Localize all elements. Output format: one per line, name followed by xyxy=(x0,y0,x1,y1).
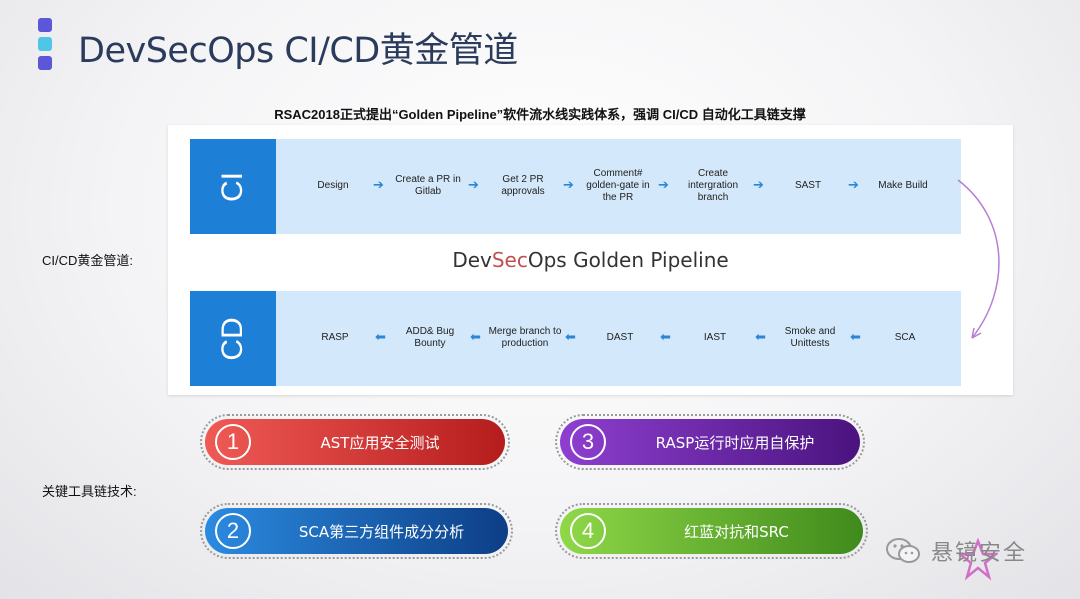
cd-arrow-3: ⬅ xyxy=(565,330,576,345)
accent-square-2 xyxy=(38,37,52,51)
technique-number: 3 xyxy=(570,424,606,460)
ci-arrow-1: ➔ xyxy=(373,178,384,193)
ci-step-design: Design xyxy=(317,180,349,191)
center-label-dev: Dev xyxy=(452,248,492,272)
technique-number: 2 xyxy=(215,513,251,549)
cd-label-block: CD xyxy=(190,291,276,386)
cd-label: CD xyxy=(216,316,249,361)
technique-label: 红蓝对抗和SRC xyxy=(684,522,789,541)
ci-step-golden-gate: Comment# golden-gate in the PR xyxy=(586,168,650,203)
tools-side-label: 关键工具链技术: xyxy=(42,484,137,499)
ci-to-cd-curve-arrow xyxy=(957,179,1000,339)
cd-step-bug-bounty: ADD& Bug Bounty xyxy=(405,326,455,349)
pill-fill xyxy=(205,508,508,554)
watermark: 悬镜安全 xyxy=(885,535,1027,567)
pill-fill xyxy=(560,508,863,554)
accent-square-1 xyxy=(38,18,52,32)
cd-step-sca: SCA xyxy=(894,332,916,343)
ci-arrow-4: ➔ xyxy=(658,178,669,193)
wechat-icon xyxy=(886,538,920,563)
pill-fill xyxy=(560,419,860,465)
cd-arrow-1: ⬅ xyxy=(375,330,386,345)
technique-label: RASP运行时应用自保护 xyxy=(655,433,815,452)
technique-number: 4 xyxy=(570,513,606,549)
ci-arrow-5: ➔ xyxy=(753,178,764,193)
golden-pipeline-diagram: CI Design Create a PR in Gitlab Get 2 PR… xyxy=(168,125,1013,395)
ci-arrow-3: ➔ xyxy=(563,178,574,193)
page-title: DevSecOps CI/CD黄金管道 xyxy=(78,31,518,71)
cd-step-rasp: RASP xyxy=(321,332,349,343)
technique-pill-sca: 2 SCA第三方组件成分分析 xyxy=(200,503,513,559)
ci-label: CI xyxy=(216,171,249,202)
center-label-sec: Sec xyxy=(491,248,528,272)
cd-step-smoke-tests: Smoke and Unittests xyxy=(784,326,836,349)
technique-label: AST应用安全测试 xyxy=(320,433,440,452)
cd-step-iast: IAST xyxy=(703,332,727,343)
ci-step-make-build: Make Build xyxy=(878,180,928,191)
ci-step-integration-branch: Create intergration branch xyxy=(687,168,739,203)
technique-number: 1 xyxy=(215,424,251,460)
xuanjing-logo xyxy=(958,538,998,581)
ci-step-create-pr: Create a PR in Gitlab xyxy=(395,174,461,197)
ci-arrow-2: ➔ xyxy=(468,178,479,193)
golden-pipeline-label: DevSecOps Golden Pipeline xyxy=(168,248,1013,272)
technique-label: SCA第三方组件成分分析 xyxy=(298,522,465,541)
cd-arrow-4: ⬅ xyxy=(660,330,671,345)
ci-arrow-6: ➔ xyxy=(848,178,859,193)
cd-arrow-5: ⬅ xyxy=(755,330,766,345)
cd-row: CD RASP ADD& Bug Bounty Merge branch to … xyxy=(190,291,961,386)
technique-pill-ast: 1 AST应用安全测试 xyxy=(200,414,510,470)
technique-pill-rasp: 3 RASP运行时应用自保护 xyxy=(555,414,865,470)
cd-step-dast: DAST xyxy=(606,332,634,343)
center-label-ops: Ops Golden Pipeline xyxy=(527,248,729,272)
ci-step-sast: SAST xyxy=(794,180,822,191)
accent-square-3 xyxy=(38,56,52,70)
ci-label-block: CI xyxy=(190,139,276,234)
watermark-text: 悬镜安全 xyxy=(931,541,1028,566)
technique-pill-redblue: 4 红蓝对抗和SRC xyxy=(555,503,868,559)
cd-arrow-2: ⬅ xyxy=(470,330,481,345)
ci-step-pr-approvals: Get 2 PR approvals xyxy=(501,174,545,197)
cd-arrow-6: ⬅ xyxy=(850,330,861,345)
pipeline-side-label: CI/CD黄金管道: xyxy=(42,253,134,268)
cd-step-merge-production: Merge branch to production xyxy=(488,326,562,349)
pill-fill xyxy=(205,419,505,465)
pipeline-subtitle: RSAC2018正式提出“Golden Pipeline”软件流水线实践体系，强… xyxy=(274,107,806,122)
ci-row: CI Design Create a PR in Gitlab Get 2 PR… xyxy=(190,139,961,234)
